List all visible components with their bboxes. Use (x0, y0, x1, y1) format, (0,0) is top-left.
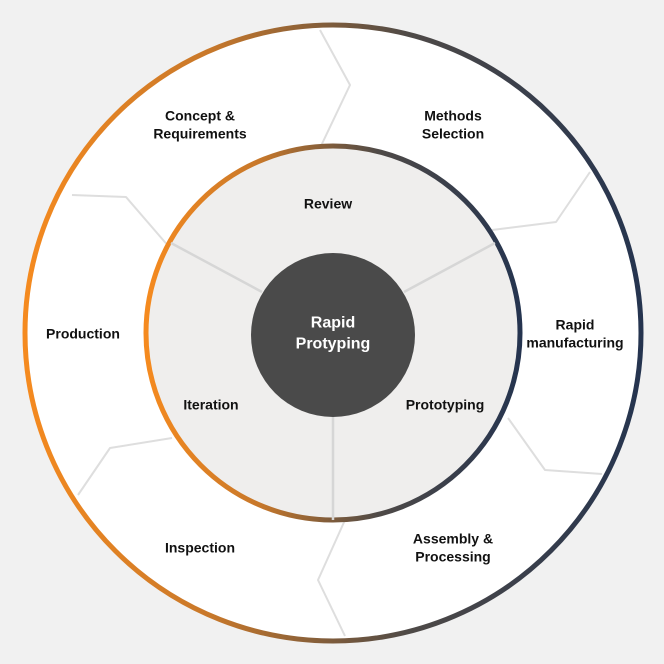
center-label-line: Rapid (311, 315, 355, 332)
outer-label-concept-requirements-line: Requirements (153, 126, 247, 142)
outer-label-inspection: Inspection (165, 540, 235, 556)
inner-spoke-right (403, 241, 496, 294)
outer-label-production: Production (46, 326, 120, 342)
outer-label-rapid-manufacturing: Rapid manufacturing (526, 317, 623, 351)
outer-label-concept-requirements: Concept & Requirements (153, 108, 247, 142)
outer-label-concept-requirements-line: Concept & (165, 108, 235, 124)
inner-label-review: Review (304, 196, 352, 212)
outer-ring-dividers (71, 29, 603, 637)
outer-label-assembly-processing: Assembly & Processing (413, 531, 493, 565)
inner-ring-spokes (170, 241, 496, 520)
inner-label-iteration: Iteration (183, 397, 238, 413)
outer-label-rapid-manufacturing-line: Rapid (556, 317, 595, 333)
inner-label-prototyping: Prototyping (406, 397, 485, 413)
outer-divider-bottom (317, 519, 346, 637)
inner-label-review-line: Review (304, 196, 352, 212)
outer-label-methods-selection-line: Selection (422, 126, 484, 142)
center-label-line: Protyping (296, 336, 371, 353)
outer-label-methods-selection-line: Methods (424, 108, 482, 124)
outer-label-rapid-manufacturing-line: manufacturing (526, 335, 623, 351)
outer-label-assembly-processing-line: Assembly & (413, 531, 493, 547)
outer-divider-upper-left (71, 194, 171, 249)
outer-divider-lower-left (77, 437, 173, 496)
outer-divider-lower-right (507, 417, 603, 475)
center-disk (251, 253, 415, 417)
outer-divider-upper-right (491, 171, 591, 231)
outer-label-assembly-processing-line: Processing (415, 549, 490, 565)
outer-divider-top (319, 29, 351, 149)
outer-label-inspection-line: Inspection (165, 540, 235, 556)
inner-label-prototyping-line: Prototyping (406, 397, 485, 413)
inner-spoke-left (170, 241, 263, 294)
outer-label-production-line: Production (46, 326, 120, 342)
inner-label-iteration-line: Iteration (183, 397, 238, 413)
